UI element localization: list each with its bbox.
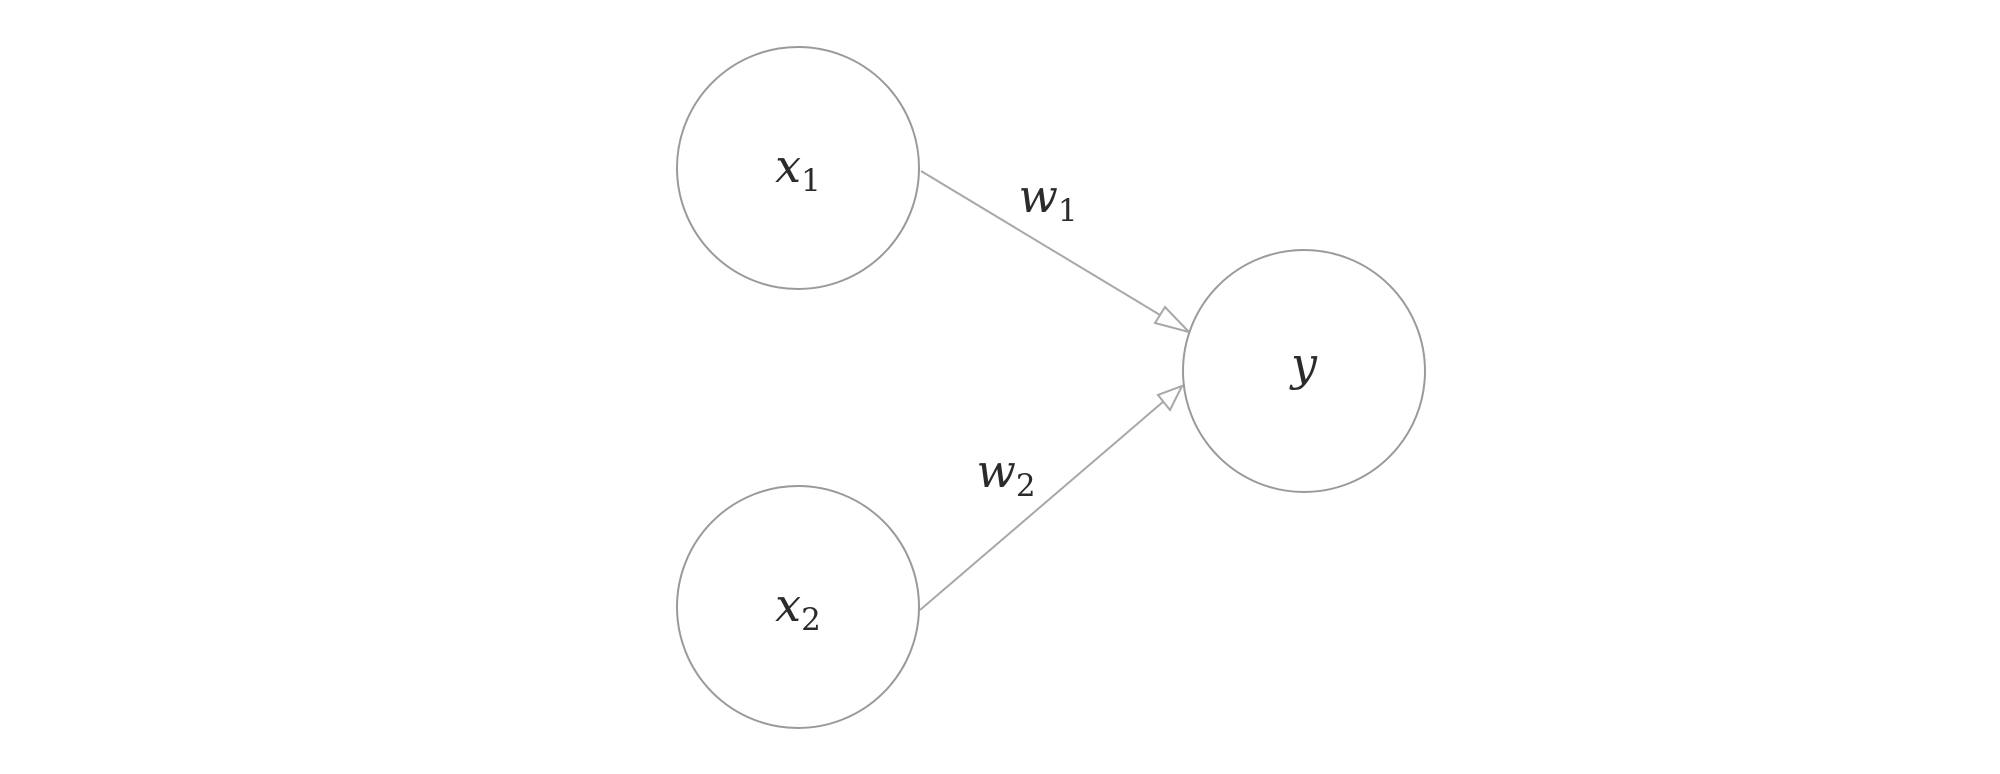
node-y-symbol: y (1289, 337, 1318, 391)
node-x2-label: x2 (775, 578, 821, 638)
weight-w2-label: w2 (976, 444, 1035, 504)
edge-x2-y-arrowhead (1156, 384, 1185, 412)
node-x2-circle (676, 485, 920, 729)
weight-w2-subscript: 2 (1016, 468, 1036, 504)
node-x1: x1 (676, 46, 920, 290)
node-x1-subscript: 1 (801, 163, 821, 199)
node-x2-symbol: x (775, 578, 801, 632)
node-x1-label: x1 (775, 139, 821, 199)
node-y-circle (1182, 249, 1426, 493)
node-y-label: y (1289, 337, 1318, 391)
weight-w1-label: w1 (1018, 169, 1077, 229)
edge-x2-y-line (919, 400, 1165, 611)
edge-x1-y (920, 170, 1193, 334)
edge-x2-y (919, 384, 1185, 611)
node-y: y (1182, 249, 1426, 493)
node-x1-symbol: x (775, 139, 801, 193)
weight-w2-symbol: w (976, 444, 1015, 498)
weight-w1-subscript: 1 (1058, 193, 1078, 229)
weight-w1-symbol: w (1018, 169, 1057, 223)
node-x2: x2 (676, 485, 920, 729)
node-x2-subscript: 2 (801, 602, 821, 638)
edge-x1-y-arrowhead (1153, 305, 1193, 334)
edge-x1-y-line (920, 170, 1166, 319)
node-x1-circle (676, 46, 920, 290)
